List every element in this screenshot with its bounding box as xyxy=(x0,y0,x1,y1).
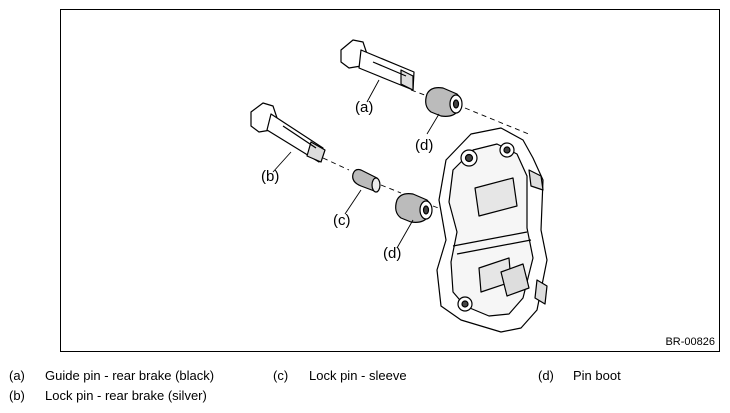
lock-pin-sleeve-c xyxy=(352,168,381,193)
exploded-diagram xyxy=(250,39,548,333)
pin-boot-d-lower xyxy=(395,193,433,223)
figure-id: BR-00826 xyxy=(665,336,715,348)
callout-a: (a) xyxy=(355,99,374,116)
legend-text-a: Guide pin - rear brake (black) xyxy=(45,368,215,383)
guide-pin-a xyxy=(340,39,415,91)
leader-lines xyxy=(272,79,440,249)
lock-pin-b xyxy=(250,102,326,163)
callout-b: (b) xyxy=(261,168,280,185)
legend-text-d: Pin boot xyxy=(573,368,621,383)
callout-c: (c) xyxy=(333,212,351,229)
legend-key-b: (b) xyxy=(9,388,25,403)
legend-key-d: (d) xyxy=(538,368,554,383)
exploded-diagram-frame: (a) (d) (b) (c) (d) BR-00826 xyxy=(60,9,720,352)
callout-d-lower: (d) xyxy=(383,245,402,262)
legend-text-c: Lock pin - sleeve xyxy=(309,368,407,383)
caliper-bracket xyxy=(436,127,548,333)
legend-text-b: Lock pin - rear brake (silver) xyxy=(45,388,207,403)
legend-key-c: (c) xyxy=(273,368,289,383)
legend-key-a: (a) xyxy=(9,368,25,383)
pin-boot-d-upper xyxy=(425,87,463,117)
callout-d-upper: (d) xyxy=(415,137,434,154)
